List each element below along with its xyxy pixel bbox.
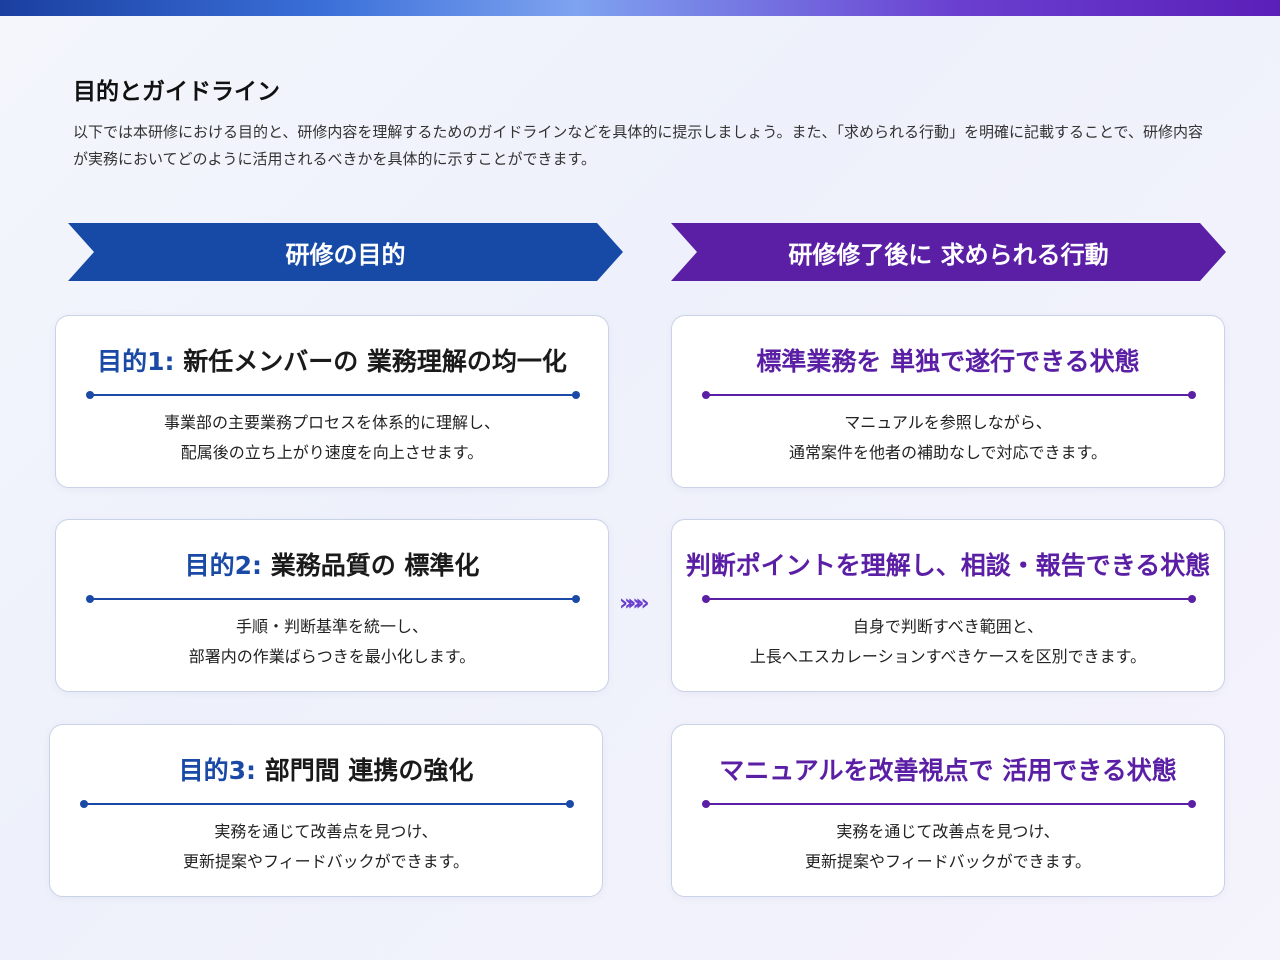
behaviors-banner-label: 研修修了後に 求められる行動	[788, 240, 1109, 269]
objective-title-2: 目的2: 業務品質の 標準化	[56, 546, 608, 582]
top-accent-bar	[0, 0, 1280, 16]
behavior-card-1: 標準業務を 単独で遂行できる状態 マニュアルを参照しながら、 通常案件を他者の補…	[671, 315, 1225, 488]
objective-title-text-1: 新任メンバーの 業務理解の均一化	[174, 347, 567, 376]
divider	[702, 391, 1196, 399]
objective-line: 実務を通じて改善点を見つけ、	[214, 822, 438, 841]
behavior-card-3: マニュアルを改善視点で 活用できる状態 実務を通じて改善点を見つけ、 更新提案や…	[671, 724, 1225, 897]
divider	[80, 800, 574, 808]
page-description: 以下では本研修における目的と、研修内容を理解するためのガイドラインなどを具体的に…	[73, 123, 1203, 168]
behaviors-banner: 研修修了後に 求められる行動	[671, 223, 1226, 281]
divider	[702, 800, 1196, 808]
objective-body-3: 実務を通じて改善点を見つけ、 更新提案やフィードバックができます。	[50, 817, 602, 877]
behavior-body-3: 実務を通じて改善点を見つけ、 更新提案やフィードバックができます。	[672, 817, 1224, 877]
objective-lead-3: 目的3:	[178, 756, 256, 785]
behavior-title-2: 判断ポイントを理解し、相談・報告できる状態	[685, 551, 1211, 580]
objective-line: 事業部の主要業務プロセスを体系的に理解し、	[163, 413, 500, 432]
objectives-banner-label: 研修の目的	[285, 240, 406, 269]
objective-card-2: 目的2: 業務品質の 標準化 手順・判断基準を統一し、 部署内の作業ばらつきを最…	[55, 519, 609, 692]
objective-card-1: 目的1: 新任メンバーの 業務理解の均一化 事業部の主要業務プロセスを体系的に理…	[55, 315, 609, 488]
page-title: 目的とガイドライン	[73, 79, 280, 105]
divider	[86, 391, 580, 399]
behavior-line: マニュアルを参照しながら、	[844, 413, 1052, 432]
objective-line: 更新提案やフィードバックができます。	[182, 852, 470, 871]
behavior-line: 自身で判断すべき範囲と、	[852, 617, 1044, 636]
objective-line: 手順・判断基準を統一し、	[235, 617, 428, 636]
objective-line: 部署内の作業ばらつきを最小化します。	[188, 647, 476, 666]
objective-line: 配属後の立ち上がり速度を向上させます。	[180, 443, 484, 462]
behavior-title-1: 標準業務を 単独で遂行できる状態	[756, 347, 1140, 376]
objective-lead-1: 目的1:	[97, 347, 175, 376]
divider	[702, 595, 1196, 603]
objective-title-text-3: 部門間 連携の強化	[255, 756, 474, 785]
behavior-body-2: 自身で判断すべき範囲と、 上長へエスカレーションすべきケースを区別できます。	[672, 612, 1224, 672]
behavior-title-3: マニュアルを改善視点で 活用できる状態	[719, 756, 1177, 785]
behavior-line: 上長へエスカレーションすべきケースを区別できます。	[749, 647, 1147, 666]
behavior-body-1: マニュアルを参照しながら、 通常案件を他者の補助なしで対応できます。	[672, 408, 1224, 468]
objective-title-text-2: 業務品質の 標準化	[261, 551, 480, 580]
behavior-line: 更新提案やフィードバックができます。	[804, 852, 1092, 871]
behavior-card-2: 判断ポイントを理解し、相談・報告できる状態 自身で判断すべき範囲と、 上長へエス…	[671, 519, 1225, 692]
divider	[86, 595, 580, 603]
objective-card-3: 目的3: 部門間 連携の強化 実務を通じて改善点を見つけ、 更新提案やフィードバ…	[49, 724, 603, 897]
objectives-banner: 研修の目的	[68, 223, 623, 281]
objective-title-3: 目的3: 部門間 連携の強化	[50, 751, 602, 787]
behavior-line: 通常案件を他者の補助なしで対応できます。	[789, 443, 1107, 462]
objective-title-1: 目的1: 新任メンバーの 業務理解の均一化	[56, 342, 608, 378]
behavior-line: 実務を通じて改善点を見つけ、	[836, 822, 1060, 841]
objective-lead-2: 目的2:	[184, 551, 262, 580]
chevrons-right-icon: »»»	[619, 591, 650, 616]
objective-body-1: 事業部の主要業務プロセスを体系的に理解し、 配属後の立ち上がり速度を向上させます…	[56, 408, 608, 468]
objective-body-2: 手順・判断基準を統一し、 部署内の作業ばらつきを最小化します。	[56, 612, 608, 672]
